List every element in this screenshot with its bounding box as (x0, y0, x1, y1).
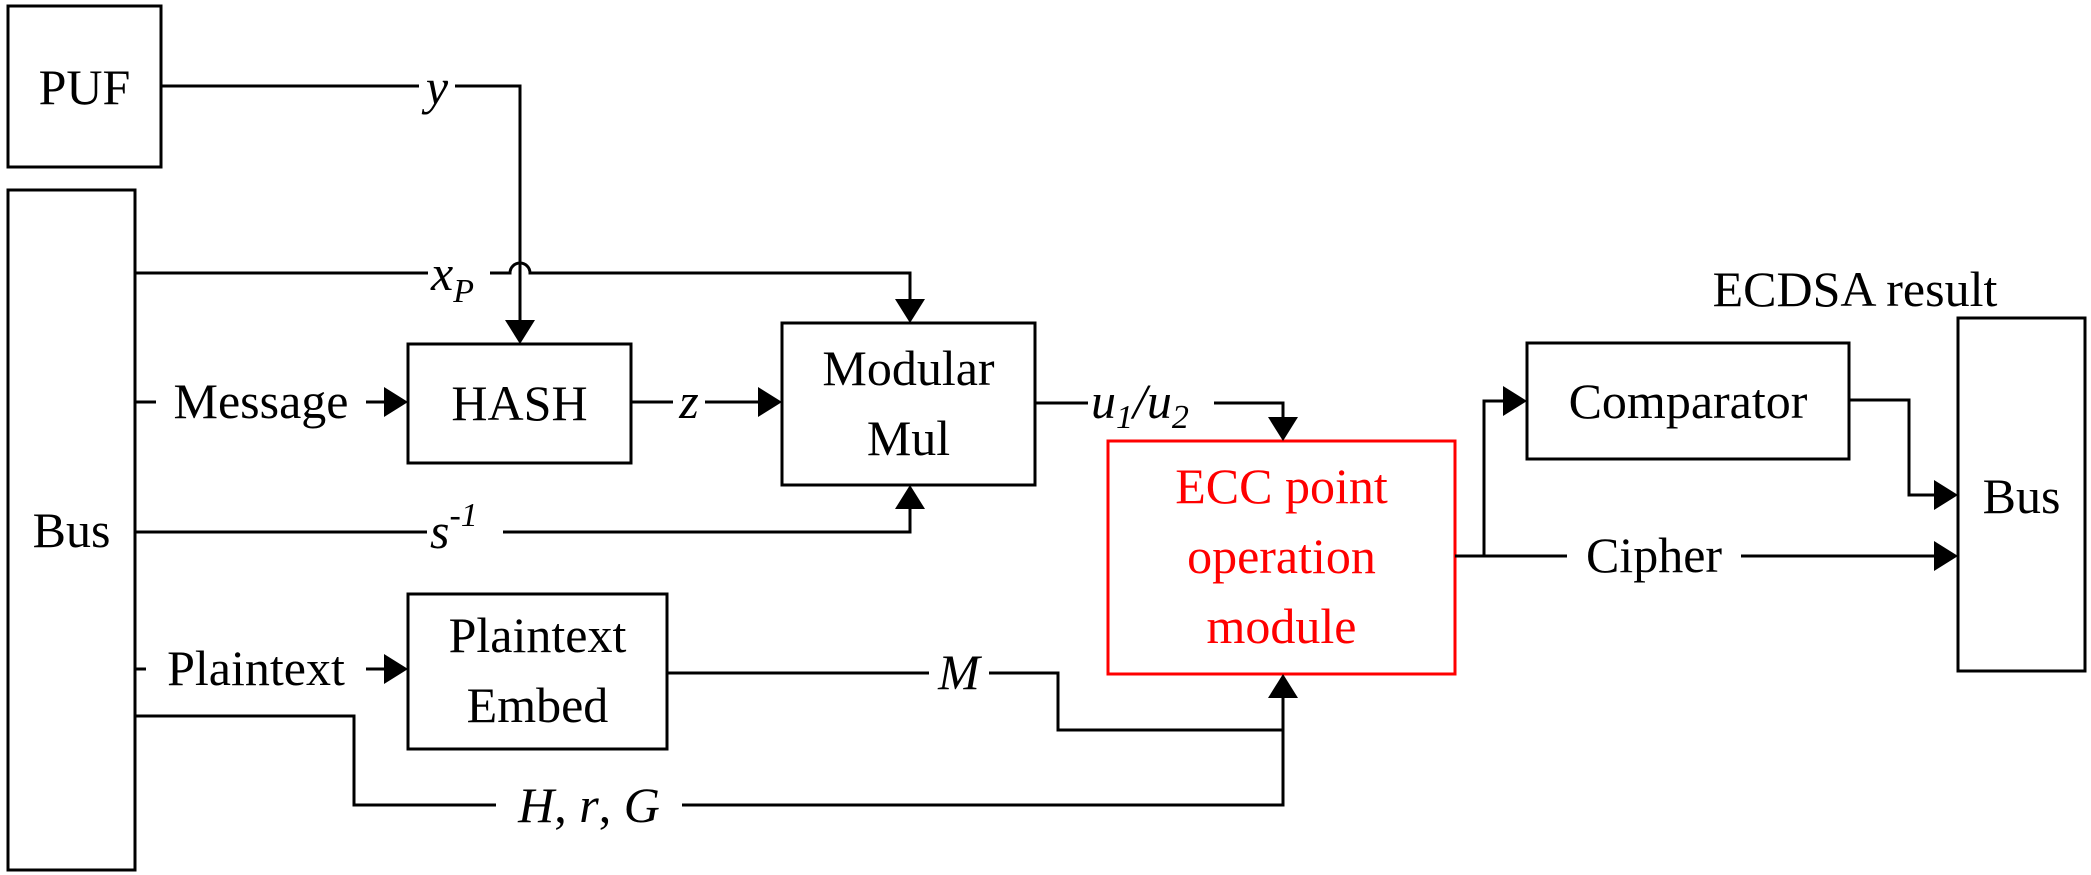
ecdsa-result-label: ECDSA result (1713, 261, 1998, 317)
arrowhead-s-to-modmul (895, 485, 925, 509)
ecc-label-line1: ECC point (1175, 458, 1388, 514)
wire-comparator-to-bus (1849, 398, 1936, 497)
puf-block: PUF (6, 4, 163, 169)
hash-label: HASH (451, 375, 587, 431)
arrowhead-to-comparator (1503, 386, 1527, 416)
mask-u (1088, 376, 1214, 432)
bus-right-label: Bus (1983, 468, 2061, 524)
wire-embed-m (667, 671, 1283, 732)
signal-m: M (937, 644, 982, 700)
arrowhead-plaintext-to-embed (384, 654, 408, 684)
arrowhead-cipher-to-bus (1934, 541, 1958, 571)
wire-bus-s-inverse (135, 507, 912, 534)
signal-plaintext: Plaintext (167, 640, 345, 696)
arrowhead-z-to-modmul (758, 387, 782, 417)
comparator-label: Comparator (1569, 373, 1808, 429)
ecc-point-operation-block: ECC point operation module (1106, 439, 1457, 676)
mask-y (419, 62, 455, 114)
wire-bus-hrg (135, 696, 1285, 807)
mask-message (156, 376, 366, 428)
signal-xp-base: x (430, 245, 453, 301)
hash-block: HASH (406, 342, 633, 465)
arrowhead-xp-to-modmul (895, 299, 925, 323)
arrowhead-comparator-to-bus (1934, 480, 1958, 510)
signal-z: z (678, 373, 698, 429)
bus-right-block: Bus (1956, 316, 2087, 673)
wire-ecc-to-comparator (1455, 399, 1505, 558)
mask-z (673, 376, 705, 428)
modular-mul-block: Modular Mul (780, 321, 1037, 487)
arrowhead-u-to-ecc (1268, 417, 1298, 441)
signal-y: y (421, 59, 449, 115)
plaintext-embed-label-line2: Embed (467, 677, 609, 733)
signal-u1-u2: u1/u2 (1091, 373, 1189, 436)
mask-m (929, 646, 989, 698)
signal-h-r-g: H, r, G (517, 777, 660, 833)
mask-plaintext (146, 642, 366, 694)
plaintext-embed-label-line1: Plaintext (449, 607, 627, 663)
wire-bus-xp (135, 261, 912, 301)
puf-label: PUF (39, 59, 131, 115)
mask-s-inverse (427, 496, 503, 558)
modular-mul-label-line1: Modular (822, 340, 995, 396)
signal-xp: xP (430, 245, 474, 310)
signal-message: Message (174, 373, 349, 429)
mask-xp (428, 250, 490, 310)
signal-cipher: Cipher (1586, 527, 1722, 583)
bus-left-block: Bus (6, 188, 137, 872)
ecc-label-line2: operation (1187, 528, 1376, 584)
signal-s-inverse: s-1 (430, 497, 478, 559)
bus-left-label: Bus (33, 502, 111, 558)
modular-mul-label-line2: Mul (867, 410, 950, 466)
ecc-label-line3: module (1207, 598, 1357, 654)
arrowhead-message-to-hash (384, 387, 408, 417)
plaintext-embed-block: Plaintext Embed (406, 592, 669, 751)
mask-cipher (1567, 530, 1741, 582)
comparator-block: Comparator (1525, 341, 1851, 461)
arrowhead-to-ecc-bottom (1268, 674, 1298, 698)
mask-hrg (496, 778, 682, 834)
arrowhead-puf-to-hash (505, 320, 535, 344)
signal-xp-subscript: P (452, 273, 474, 310)
wire-puf-y (161, 84, 522, 322)
